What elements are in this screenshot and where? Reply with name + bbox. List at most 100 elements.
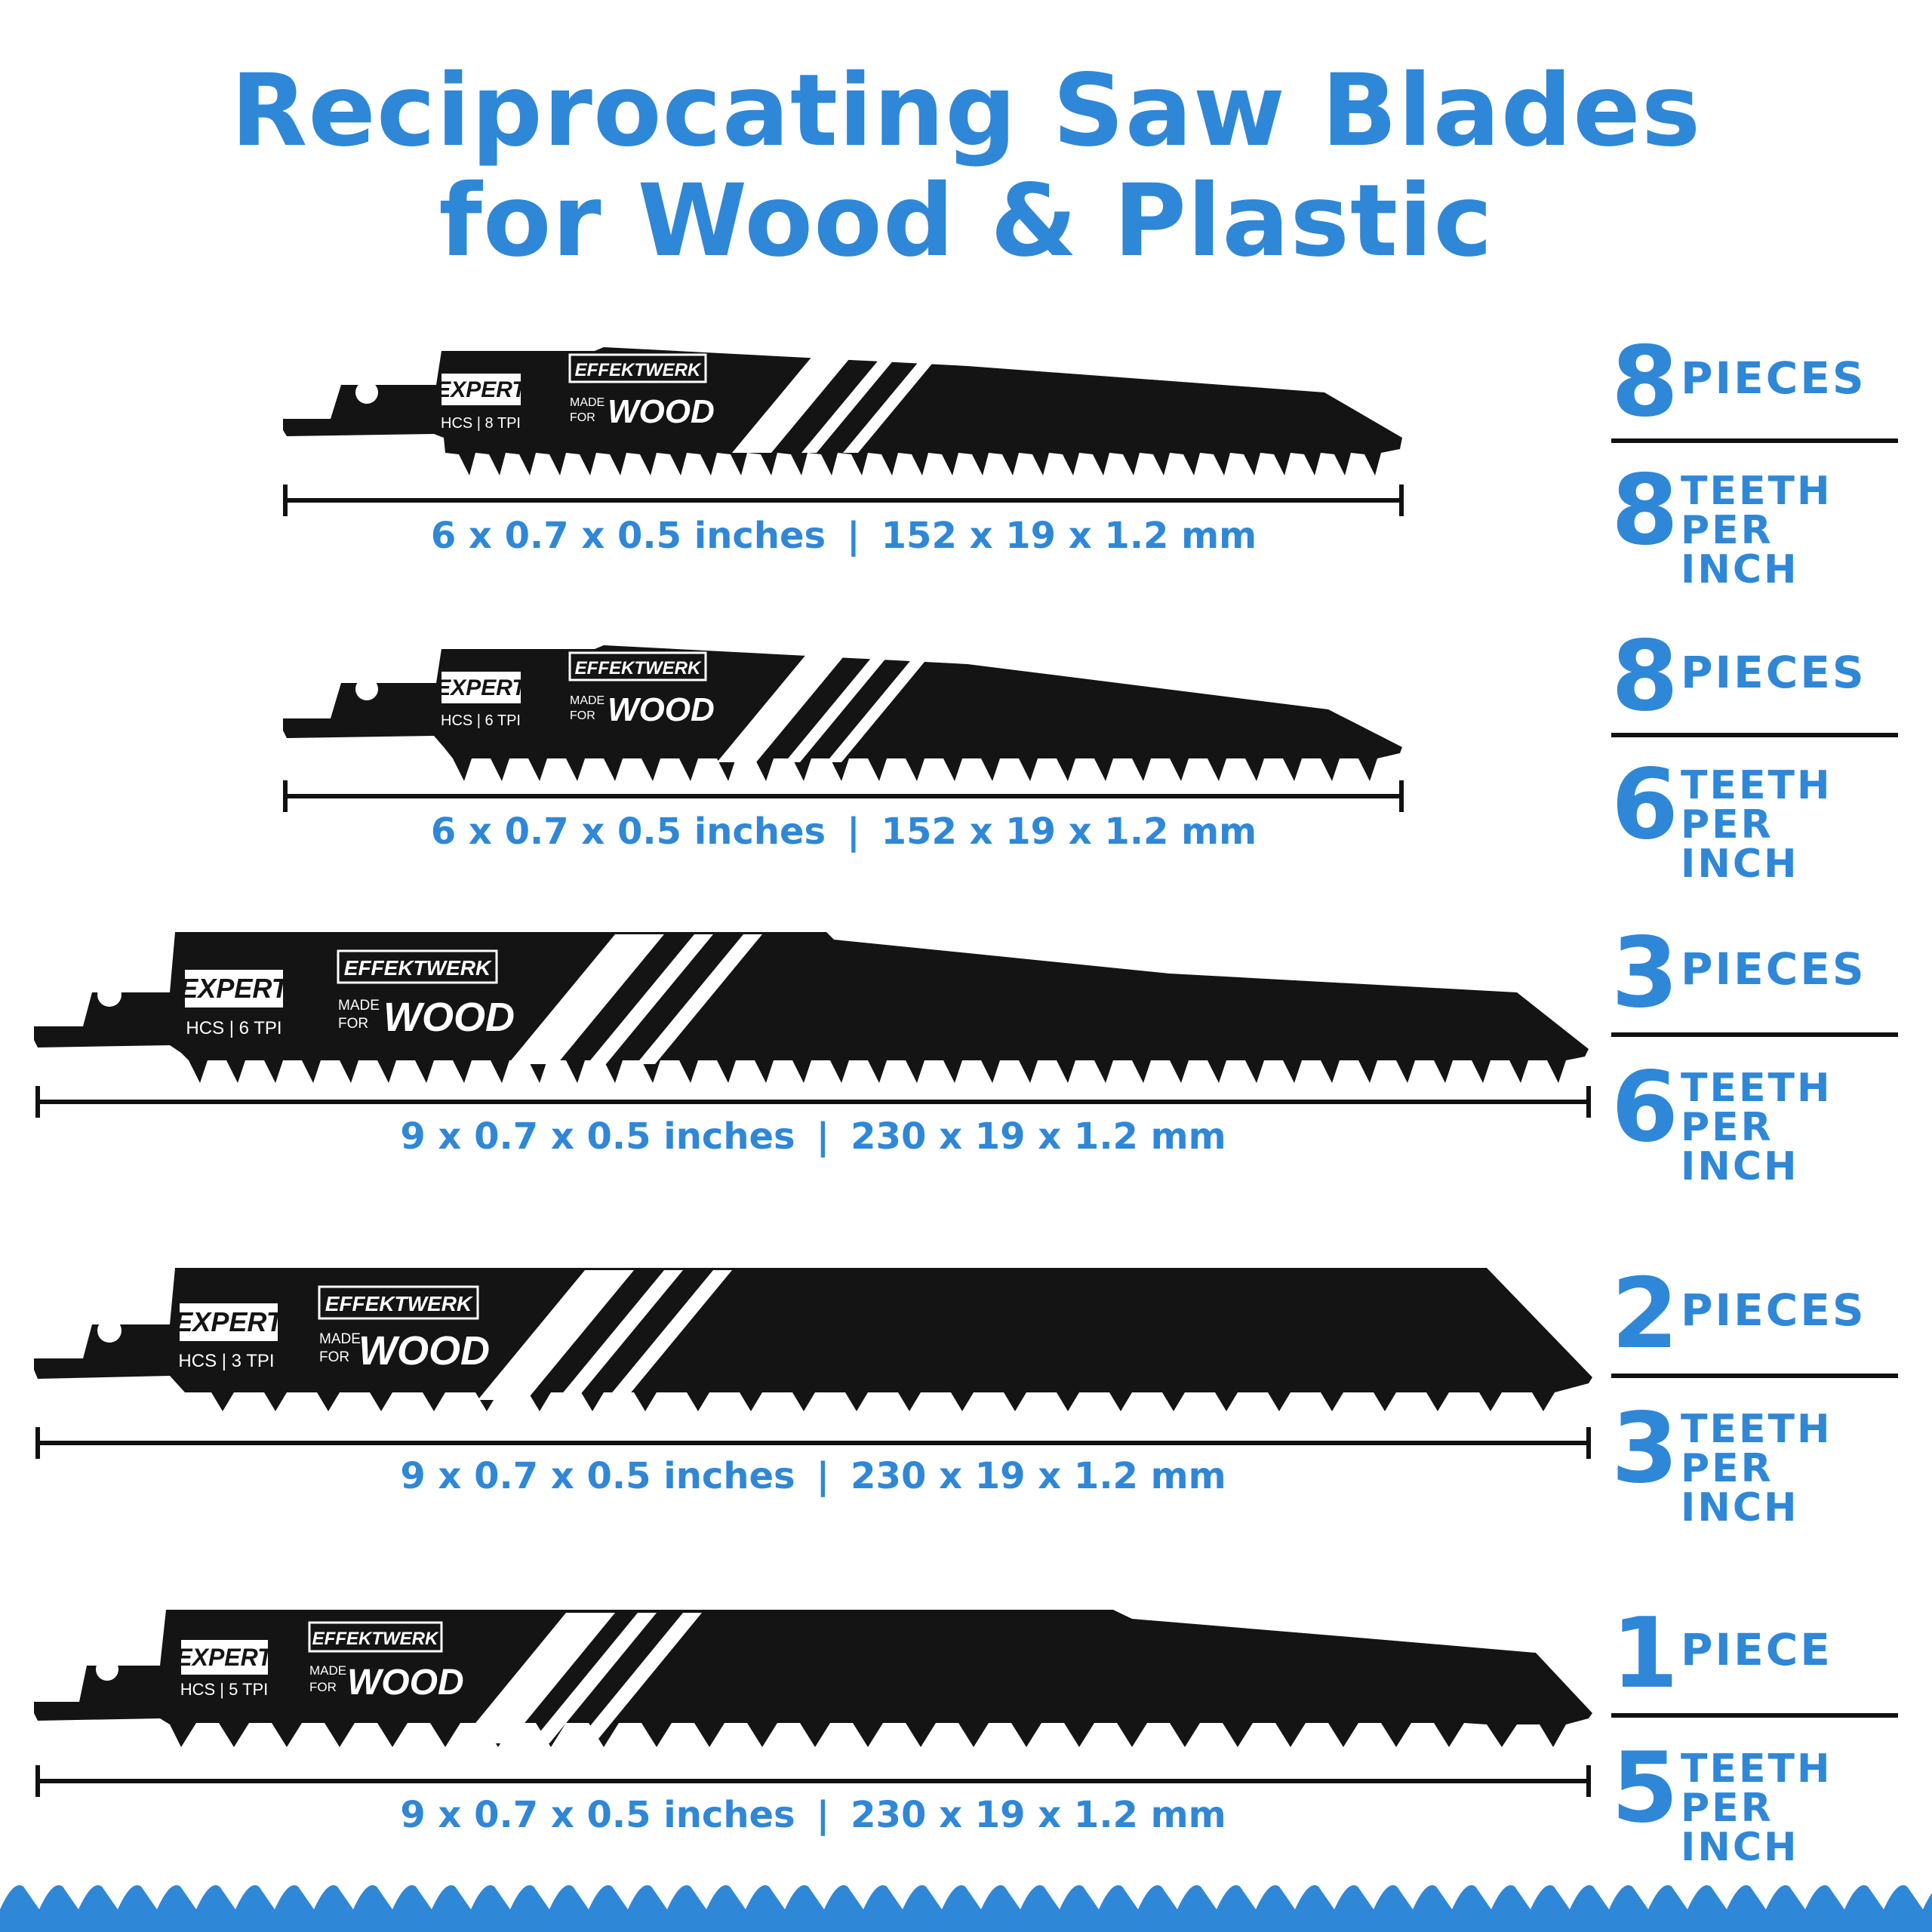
dimension-label: 9 x 0.7 x 0.5 inches|230 x 19 x 1.2 mm	[38, 1794, 1589, 1836]
blade-code: HCS | 5 TPI	[180, 1680, 269, 1699]
expert-badge-text: EXPERT	[180, 973, 290, 1004]
stripe	[557, 1270, 683, 1400]
pieces-label: PIECES	[1681, 352, 1866, 404]
stripe	[531, 1613, 657, 1743]
material-text: WOOD	[608, 691, 715, 728]
sawtooth-wave	[0, 1885, 1932, 1932]
brand-box	[568, 651, 707, 681]
tpi-label-line-1: TEETH	[1681, 1407, 1832, 1452]
info-divider	[1611, 1032, 1898, 1037]
made-label: MADE	[319, 1331, 361, 1347]
blade-info: 8 PIECES 6 TEETH PER INCH	[1611, 623, 1898, 884]
stripe	[843, 355, 940, 453]
made-label: MADE	[570, 694, 605, 707]
pieces-label: PIECES	[1681, 1284, 1866, 1336]
blade-row: EXPERT HCS | 8 TPI EFFEKTWERK MADE FOR W…	[0, 317, 1932, 566]
blade-code: HCS | 6 TPI	[186, 1018, 281, 1038]
expert-badge-text: EXPERT	[174, 1306, 285, 1337]
blade-code: HCS | 6 TPI	[441, 712, 521, 729]
for-label: FOR	[309, 1680, 337, 1694]
stripe	[636, 934, 762, 1064]
blade-code: HCS | 3 TPI	[178, 1351, 274, 1371]
mounting-hole	[355, 678, 378, 700]
material-text: WOOD	[608, 393, 715, 430]
made-label: MADE	[309, 1663, 346, 1678]
material-text: WOOD	[347, 1663, 464, 1703]
for-label: FOR	[570, 411, 595, 424]
sawtooth-wave-border	[0, 1885, 1932, 1932]
dimension-separator: |	[816, 1794, 830, 1836]
dimension-label: 9 x 0.7 x 0.5 inches | 230 x 19 x 1.2 mm	[38, 1455, 1589, 1497]
blade-info: 8 PIECES 8 TEETH PER INCH	[1611, 326, 1898, 589]
dimension-separator: |	[816, 1455, 830, 1497]
pieces-label: PIECES	[1681, 943, 1866, 995]
mounting-hole	[97, 1318, 122, 1343]
dimension-separator: |	[847, 811, 860, 853]
tpi-label-line-2: PER INCH	[1681, 1446, 1799, 1531]
dimension-inches: 6 x 0.7 x 0.5 inches	[430, 515, 826, 557]
stripe	[478, 1270, 634, 1400]
stripe	[459, 1613, 615, 1743]
blade-row: EXPERT HCS | 6 TPI EFFEKTWERK MADE FOR W…	[0, 611, 1932, 860]
stripe	[801, 355, 898, 453]
tpi-label-line-1: TEETH	[1681, 469, 1832, 514]
brand-text: EFFEKTWERK	[325, 1292, 473, 1315]
brand-box	[337, 949, 498, 984]
expert-badge-text: EXPERT	[435, 675, 528, 700]
stripe	[606, 1270, 732, 1400]
pieces-count: 1	[1611, 1598, 1679, 1710]
expert-badge-text: EXPERT	[176, 1644, 274, 1671]
tpi-count: 8	[1611, 454, 1679, 567]
dimension-mm: 230 x 19 x 1.2 mm	[851, 1794, 1226, 1836]
for-label: FOR	[338, 1016, 368, 1032]
tpi-count: 6	[1611, 749, 1679, 861]
brand-box	[318, 1285, 479, 1320]
tpi-count: 6	[1611, 1051, 1679, 1164]
blade-body	[34, 1268, 1592, 1411]
dimension-inches: 9 x 0.7 x 0.5 inches	[400, 1115, 795, 1158]
blade-info: 1 PIECE 5 TEETH PER INCH	[1611, 1598, 1898, 1867]
tpi-count: 3	[1611, 1392, 1679, 1505]
stripe	[576, 1613, 702, 1743]
saw-blade-9in-5tpi: EXPERT HCS | 5 TPI EFFEKTWERK MADE FOR W…	[34, 1610, 1592, 1797]
saw-blade-9in-3tpi: EXPERT HCS | 3 TPI EFFEKTWERK MADE FOR W…	[34, 1268, 1592, 1459]
dimension-mm: 152 x 19 x 1.2 mm	[881, 515, 1257, 557]
dimension-inches: 9 x 0.7 x 0.5 inches	[400, 1455, 795, 1497]
pieces-label: PIECE	[1681, 1624, 1832, 1675]
blade-row: EXPERT HCS | 5 TPI EFFEKTWERK MADE FOR W…	[0, 1596, 1932, 1845]
blade-row: EXPERT HCS | 6 TPI EFFEKTWERK MADE FOR W…	[0, 921, 1932, 1170]
pieces-label: PIECES	[1681, 647, 1866, 698]
material-text: WOOD	[383, 995, 515, 1040]
stripe	[826, 653, 932, 762]
pieces-count: 3	[1611, 917, 1679, 1029]
stripe	[732, 355, 853, 453]
info-divider	[1611, 1374, 1898, 1378]
blade-info: 3 PIECES 6 TEETH PER INCH	[1611, 917, 1898, 1186]
dimension-mm: 152 x 19 x 1.2 mm	[881, 811, 1257, 853]
expert-badge-text: EXPERT	[435, 377, 528, 402]
blade-body	[34, 932, 1589, 1083]
tpi-count: 5	[1611, 1732, 1679, 1844]
dimension-mm: 230 x 19 x 1.2 mm	[851, 1455, 1226, 1497]
tpi-label-line-1: TEETH	[1681, 1066, 1832, 1111]
blade-info: 2 PIECES 3 TEETH PER INCH	[1611, 1260, 1898, 1527]
dimension-label: 9 x 0.7 x 0.5 inches|230 x 19 x 1.2 mm	[38, 1115, 1589, 1158]
made-label: MADE	[338, 998, 380, 1014]
expert-badge	[185, 970, 283, 1008]
pieces-count: 8	[1611, 326, 1679, 438]
blade-body	[283, 645, 1402, 781]
mounting-hole	[355, 381, 378, 404]
stripe	[508, 934, 664, 1064]
brand-text: EFFEKTWERK	[344, 956, 492, 980]
blade-row: EXPERT HCS | 3 TPI EFFEKTWERK MADE FOR W…	[0, 1257, 1932, 1506]
stripe	[785, 653, 891, 762]
material-text: WOOD	[358, 1328, 490, 1374]
stripe	[587, 934, 713, 1064]
blade-code: HCS | 8 TPI	[441, 415, 521, 432]
dimension-label: 6 x 0.7 x 0.5 inches | 152 x 19 x 1.2 mm	[285, 811, 1402, 853]
tpi-label-line-2: PER INCH	[1681, 1786, 1799, 1870]
expert-badge	[441, 374, 521, 405]
dimension-inches: 6 x 0.7 x 0.5 inches	[430, 811, 826, 853]
expert-badge	[181, 1640, 268, 1675]
made-label: MADE	[570, 396, 605, 409]
